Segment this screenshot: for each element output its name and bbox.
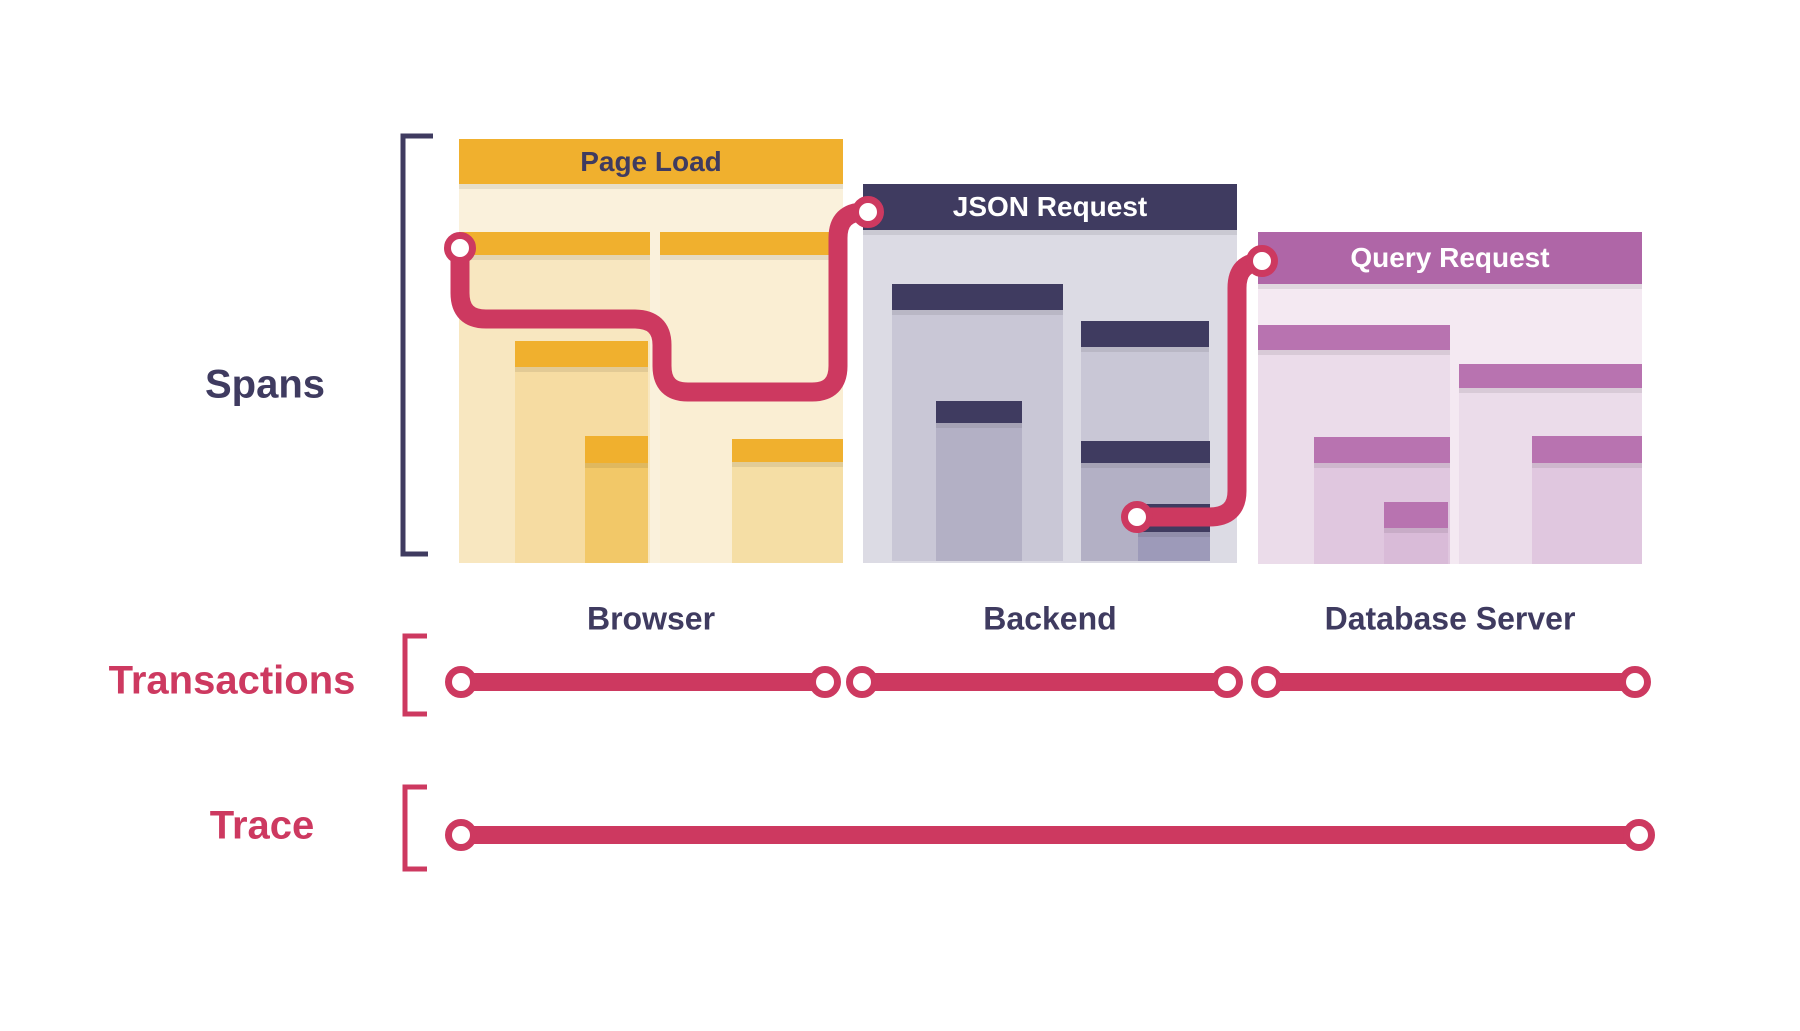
panel-json-request: JSON Request [863,184,1237,563]
span-bar-header [1314,437,1450,463]
service-label-backend: Backend [983,600,1117,637]
panel-page-load: Page Load [459,139,843,563]
transaction-endpoint-marker [846,666,878,698]
service-label-browser: Browser [586,600,716,637]
span-bar-body [1138,532,1210,561]
panel-query-request: Query Request [1258,232,1642,564]
query-request-title: Query Request [1350,242,1550,273]
trace-endpoint-marker [445,819,477,851]
spans-bracket [400,133,433,557]
trace-endpoint-marker [1623,819,1655,851]
span-bar-header [1532,436,1642,463]
span-bar-header [585,436,648,463]
span-bar-header [1384,502,1448,528]
span-bar-header [892,284,1063,310]
span-bar-body [1384,528,1448,564]
span-bar-header [1258,325,1450,350]
transaction-endpoint-marker [445,666,477,698]
span-bar-header [1138,504,1210,532]
query-request-header: Query Request [1258,232,1642,284]
span-bar-header [732,439,843,462]
transaction-endpoint-marker [809,666,841,698]
span-bar-body [936,423,1022,561]
transactions-row-label: Transactions [108,658,356,703]
trace-bracket [402,784,427,872]
span-bar-header [1459,364,1642,388]
span-bar-body [1532,463,1642,564]
transactions-bracket [402,633,427,717]
span-bar-header [936,401,1022,423]
page-load-header: Page Load [459,139,843,184]
span-bar-body [585,463,648,563]
trace-row-label: Trace [209,803,315,848]
span-bar-header [515,341,648,367]
json-request-title: JSON Request [952,191,1148,222]
span-bar-header [660,232,843,255]
span-bar-header [459,232,650,255]
json-request-header: JSON Request [863,184,1237,230]
transaction-endpoint-marker [1251,666,1283,698]
page-load-title: Page Load [580,145,722,177]
span-bar-header [1081,321,1209,347]
span-bar-body [732,462,843,563]
spans-row-label: Spans [204,362,326,407]
service-label-database: Database Server [1324,600,1576,637]
span-bar-header [1081,441,1210,463]
transaction-endpoint-marker [1619,666,1651,698]
transaction-endpoint-marker [1211,666,1243,698]
